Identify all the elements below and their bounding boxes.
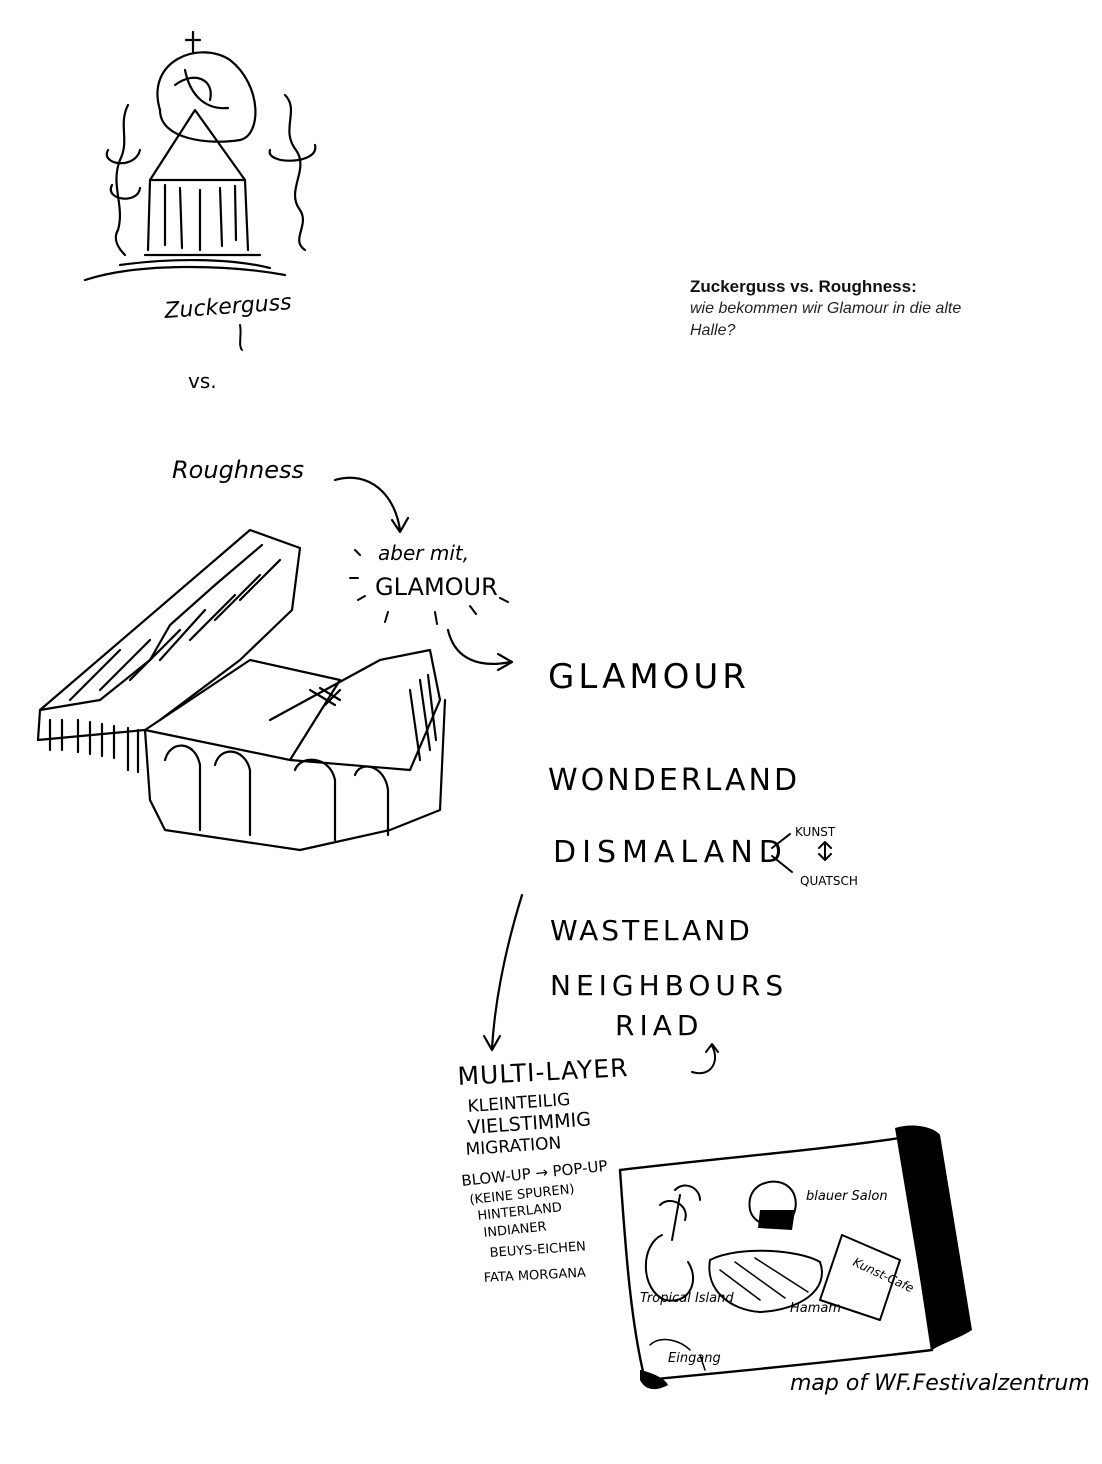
multilayer-item: INDIANER — [483, 1219, 548, 1241]
glamour-arrow — [446, 628, 514, 672]
list-item-glamour: GLAMOUR — [548, 657, 750, 697]
multilayer-item: BLOW-UP → POP-UP — [461, 1157, 609, 1190]
down-arrow — [482, 893, 524, 1052]
glamour-small-label: GLAMOUR — [375, 573, 498, 601]
map-label-blauer-salon: blauer Salon — [806, 1189, 888, 1204]
multilayer-item: BEUYS-EICHEN — [489, 1239, 586, 1261]
roughness-arrow — [333, 476, 410, 534]
multilayer-item: FATA MORGANA — [483, 1266, 586, 1286]
list-item-neighbours: NEIGHBOURS — [550, 969, 788, 1002]
vs-label: vs. — [188, 369, 217, 393]
list-item-wonderland: WONDERLAND — [548, 763, 800, 798]
zuckerguss-label: Zuckerguss — [163, 290, 293, 324]
roughness-label: Roughness — [172, 456, 304, 484]
aber-mit-label: aber mit, — [378, 541, 469, 565]
dismaland-branch-lines — [771, 833, 832, 873]
old-hall-drawing — [36, 528, 447, 852]
glamour-rays — [349, 549, 509, 625]
caption-block: Zuckerguss vs. Roughness: wie bekommen w… — [690, 276, 1020, 342]
map-label-tropical: Tropical Island — [640, 1291, 734, 1306]
quatsch-label: QUATSCH — [800, 874, 858, 888]
list-item-riad: RIAD — [615, 1009, 703, 1042]
map-label-eingang: Eingang — [668, 1351, 721, 1366]
list-item-dismaland: DISMALAND — [553, 835, 788, 870]
multilayer-label: MULTI-LAYER — [457, 1053, 629, 1091]
riad-arrow — [691, 1043, 719, 1075]
map-label-kunst-cafe: Kunst-Cafe — [851, 1255, 916, 1295]
caption-title: Zuckerguss vs. Roughness: — [690, 277, 917, 296]
kunst-label: KUNST — [795, 825, 836, 839]
list-item-wasteland: WASTELAND — [550, 914, 753, 947]
map-label-hamam: Hamam — [790, 1301, 841, 1316]
festival-map-drawing: Tropical Island blauer Salon Hamam Einga… — [618, 1125, 972, 1390]
map-title: map of WF.Festivalzentrum — [790, 1371, 1090, 1396]
zuckerguss-tail — [239, 324, 243, 351]
multilayer-list: KLEINTEILIG VIELSTIMMIG MIGRATION BLOW-U… — [461, 1090, 609, 1286]
caption-subtitle: wie bekommen wir Glamour in die alte Hal… — [690, 300, 962, 339]
zuckerguss-pavilion-drawing — [83, 30, 317, 282]
